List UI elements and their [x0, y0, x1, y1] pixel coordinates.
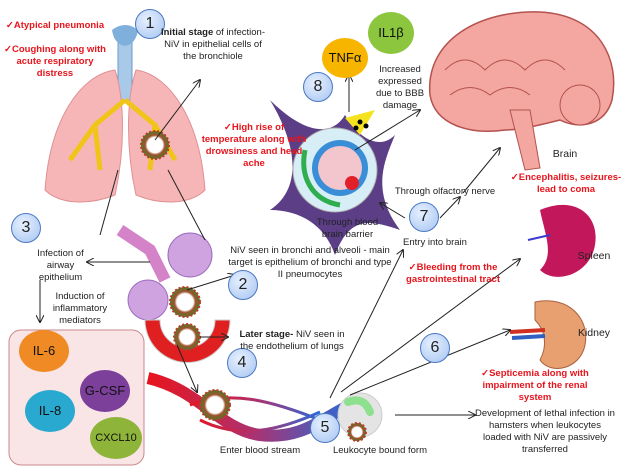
label-leukocyte: Leukocyte bound form	[332, 445, 427, 456]
symptom-atypical-pneumonia: ✓Atypical pneumonia	[5, 20, 105, 31]
label-initial-stage-bold: Initial stage	[160, 27, 214, 38]
bbb-illustration	[270, 100, 400, 255]
leukocyte-illustration	[337, 392, 383, 442]
label-kidney: Kidney	[577, 327, 611, 339]
arrows	[40, 75, 520, 415]
cytokine-gcsf: G-CSF	[80, 370, 130, 412]
label-bbb: Through blood brain barrier	[316, 217, 379, 240]
cytokine-il8: IL-8	[25, 390, 75, 432]
label-spleen: Spleen	[577, 250, 611, 262]
brain-illustration	[429, 11, 615, 171]
cytokine-il1b: IL1β	[368, 12, 414, 54]
lungs-illustration	[44, 25, 206, 203]
step-2-badge: 2	[228, 270, 258, 300]
label-later-stage-rest: NiV seen in the endothelium of lungs	[240, 329, 345, 352]
label-later-stage-bold: Later stage-	[239, 329, 294, 340]
step-1-badge: 1	[135, 9, 165, 39]
label-induction: Induction of inflammatory mediators	[52, 291, 108, 326]
symptom-coughing: ✓Coughing along with acute respiratory d…	[4, 44, 106, 79]
cytokine-il6: IL-6	[19, 330, 69, 372]
symptom-fever: ✓High rise of temperature along with dro…	[201, 122, 307, 169]
label-bronchi-alveoli: NiV seen in bronchi and alveoli - main t…	[228, 245, 392, 280]
step-8-badge: 8	[303, 72, 333, 102]
step-3-badge: 3	[11, 213, 41, 243]
label-lethal-infection: Development of lethal infection in hamst…	[475, 408, 615, 455]
symptom-bleeding: ✓Bleeding from the gastrointestinal trac…	[406, 262, 500, 285]
step-5-badge: 5	[310, 413, 340, 443]
step-7-badge: 7	[409, 202, 439, 232]
symptom-encephalitis: ✓Encephalitis, seizures-lead to coma	[510, 172, 622, 195]
step-4-badge: 4	[227, 348, 257, 378]
label-olfactory: Through olfactory nerve	[394, 186, 496, 197]
label-entry-brain: Entry into brain	[403, 237, 467, 248]
cytokine-tnfa: TNFα	[322, 38, 368, 78]
label-increased-expressed: Increased expressed due to BBB damage	[375, 64, 425, 111]
spleen-illustration	[527, 204, 596, 277]
bronchi-alveoli-illustration	[116, 225, 213, 321]
label-initial-stage: Initial stage of infection- NiV in epith…	[158, 27, 268, 63]
label-later-stage: Later stage- NiV seen in the endothelium…	[232, 329, 352, 353]
label-infection-airway: Infection of airway epithelium	[37, 248, 84, 283]
label-brain: Brain	[552, 148, 578, 160]
symptom-septicemia: ✓Septicemia along with impairment of the…	[481, 368, 589, 403]
endothelium-illustration	[144, 319, 231, 363]
label-initial-stage-rest: of infection- NiV in epithelial cells of…	[164, 27, 265, 62]
label-blood-stream: Enter blood stream	[219, 445, 301, 456]
kidney-illustration	[509, 300, 587, 369]
cytokine-cxcl10: CXCL10	[90, 417, 142, 459]
step-6-badge: 6	[420, 333, 450, 363]
